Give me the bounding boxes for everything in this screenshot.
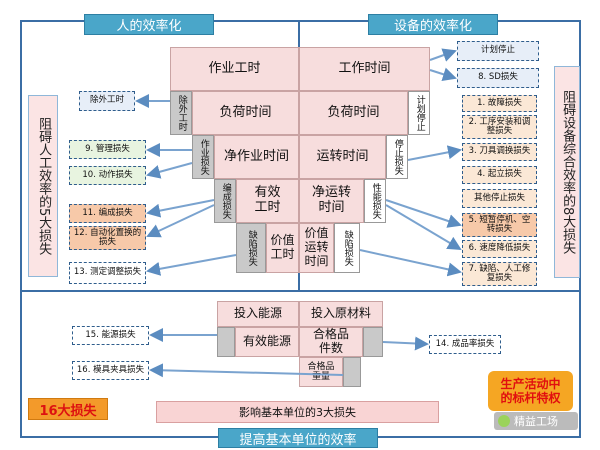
loss-3-box: 3. 刀具调换损失 [462,143,537,161]
scheduled-stop-label: 计划停止 [408,91,430,135]
energy-loss-gap [217,327,235,357]
right-eight-losses-label: 阻碍设备综合效率的8大损失 [554,66,580,278]
loss-10-box: 10. 动作损失 [69,166,146,185]
org-loss-label: 编成损失 [214,179,236,223]
load-time-left-block: 负荷时间 [192,91,299,135]
run-time-block: 运转时间 [299,135,386,179]
effective-time-block: 有效 工时 [236,179,299,223]
input-energy-block: 投入能源 [217,301,299,327]
good-count-block: 合格品 件数 [299,327,363,357]
loss-14-box: 14. 成品率损失 [429,335,501,354]
other-stop-loss-box: 其他停止损失 [462,189,537,208]
loss-12-box: 12. 自动化置换的损失 [69,226,146,250]
left-five-losses-label: 阻碍人工效率的5大损失 [28,95,58,277]
sixteen-losses-badge: 16大损失 [28,398,108,420]
net-run-time-block: 净运转 时间 [299,179,364,223]
loss-9-box: 9. 管理损失 [69,140,146,159]
loss-6-box: 6. 速度降低损失 [462,240,537,258]
watermark: 精益工场 [494,412,578,430]
net-work-time-block: 净作业时间 [214,135,299,179]
loss-5-box: 5. 短暂停机、空转损失 [462,213,537,237]
production-badge: 生产活动中 的标杆特权 [488,371,573,411]
equipment-efficiency-title: 设备的效率化 [368,14,498,35]
perf-loss-label: 性能损失 [364,179,386,223]
loss-7-box: 7. 缺陷、人工修复损失 [462,262,537,286]
stop-loss-label: 停止损失 [386,135,408,179]
three-losses-banner: 影响基本单位的3大损失 [156,401,439,423]
loss-15-box: 15. 能源损失 [72,326,149,345]
work-time-block: 作业工时 [170,47,299,91]
loss-13-box: 13. 测定调整损失 [69,262,146,284]
unit-efficiency-title: 提高基本单位的效率 [218,428,378,448]
exclude-time-label: 除外工时 [170,91,192,135]
human-efficiency-title: 人的效率化 [84,14,214,35]
loss-1-box: 1. 故障损失 [462,95,537,112]
effective-energy-block: 有效能源 [235,327,299,357]
work-loss-label: 作业损失 [192,135,214,179]
loss-8-box: 8. SD损失 [457,68,539,88]
loss-2-box: 2. 工序安装和调整损失 [462,115,537,139]
yield-loss-gap [363,327,383,357]
value-time-right-block: 价值 运转 时间 [299,223,334,273]
value-time-left-block: 价值 工时 [266,223,299,273]
defect-loss-right-label: 缺陷损失 [334,223,360,273]
defect-loss-left-label: 缺陷损失 [236,223,266,273]
weight-loss-gap [343,357,361,387]
loss-4-box: 4. 起立损失 [462,166,537,184]
loss-11-box: 11. 编成损失 [69,204,146,223]
input-material-block: 投入原材料 [299,301,383,327]
good-weight-block: 合格品 重量 [299,357,343,387]
loss-16-box: 16. 模具夹具损失 [72,361,149,380]
load-time-right-block: 负荷时间 [299,91,408,135]
operating-time-block: 工作时间 [299,47,430,91]
wechat-icon [498,415,510,427]
watermark-text: 精益工场 [514,415,558,428]
exclude-work-loss-box: 除外工时 [79,91,135,111]
plan-stop-loss-box: 计划停止 [457,41,539,61]
